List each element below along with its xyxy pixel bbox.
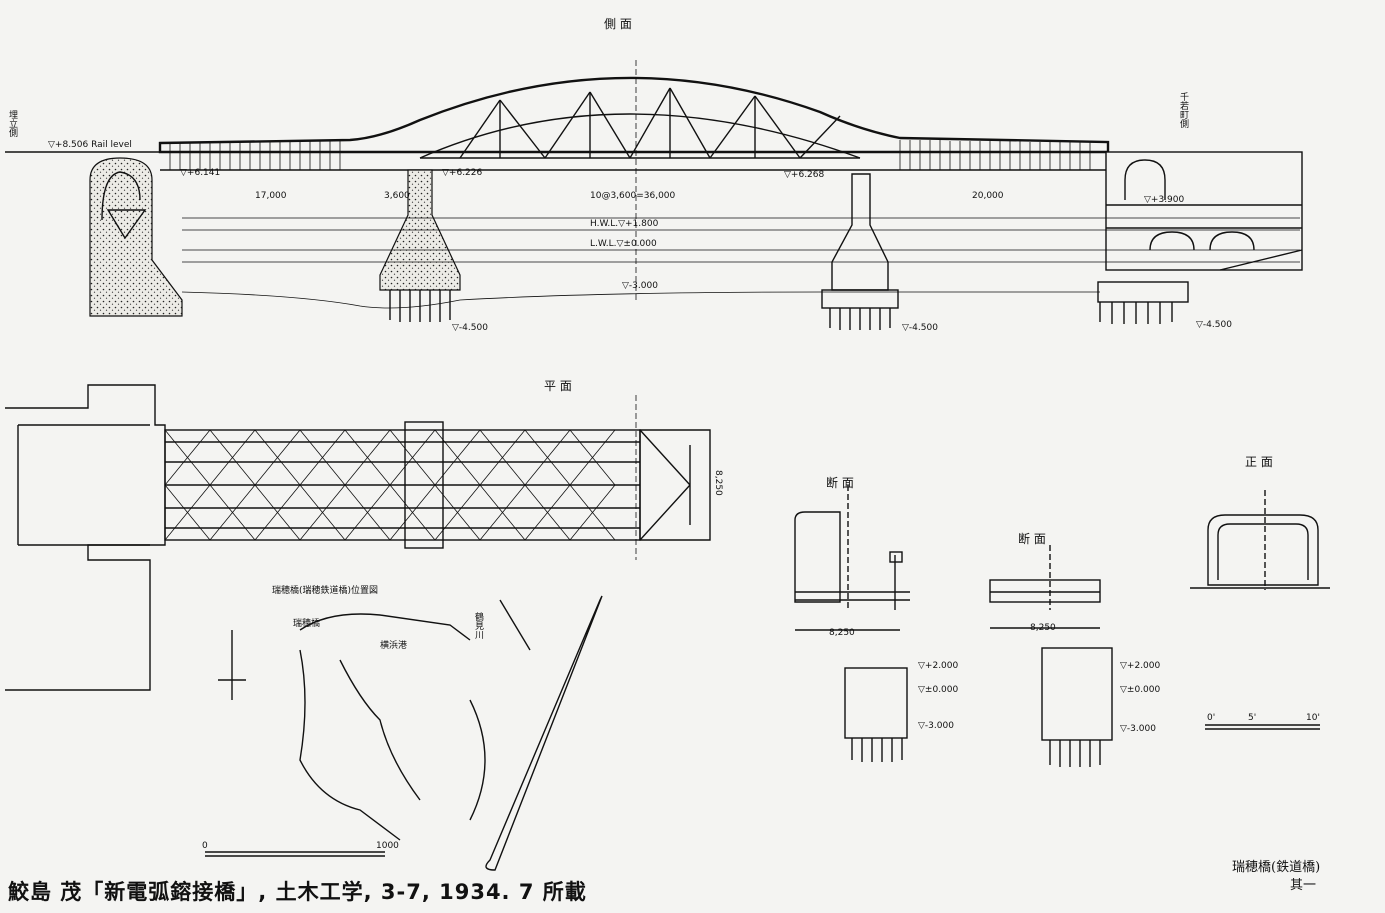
scale-label-10: 10' <box>1306 713 1320 723</box>
plan-bracing <box>164 429 616 541</box>
section-a-level-3: ▽-3.000 <box>918 721 954 731</box>
lwl-label: L.W.L.▽±0.000 <box>590 239 657 249</box>
section-b-level-1: ▽+2.000 <box>1120 661 1161 671</box>
section-b-width: 8,250 <box>1030 623 1056 633</box>
plan-width-label: 8,250 <box>713 470 723 496</box>
deck-hatching <box>169 140 1091 170</box>
level-right: ▽+6.268 <box>784 170 825 180</box>
section-b: 断 面 8,250 ▽+2.000 ▽±0.000 ▽-3.000 <box>989 531 1161 767</box>
section-b-level-2: ▽±0.000 <box>1120 685 1161 695</box>
section-a-level-2: ▽±0.000 <box>918 685 959 695</box>
pile-level-b: ▽-4.500 <box>902 323 938 333</box>
pile-level-a: ▽-4.500 <box>452 323 488 333</box>
right-abutment <box>1097 151 1303 324</box>
plan-view: 平 面 <box>5 379 723 691</box>
map-label-1: 鶴見川 <box>473 611 484 639</box>
dim-left-span: 17,000 <box>255 191 287 201</box>
front-view-title: 正 面 <box>1245 455 1273 469</box>
bed-label: ▽-3.000 <box>622 281 658 291</box>
level-pier: ▽+6.226 <box>442 168 483 178</box>
plan-view-title: 平 面 <box>544 379 572 393</box>
dim-left-pier: 3,600 <box>384 191 410 201</box>
left-bank-label: 埋立側 <box>7 110 18 137</box>
right-pier <box>831 173 889 291</box>
map-label-0: 瑞穂橋 <box>293 617 320 629</box>
rail-level-label: ▽+8.506 Rail level <box>48 140 132 150</box>
dim-center-span: 10@3,600=36,000 <box>590 191 676 201</box>
sheet-title: 瑞穂橋(鉄道橋) <box>1232 860 1321 875</box>
dim-right-span: 20,000 <box>972 191 1004 201</box>
section-a-level-1: ▽+2.000 <box>918 661 959 671</box>
section-b-level-3: ▽-3.000 <box>1120 724 1156 734</box>
right-bank-label: 千若町側 <box>1178 92 1189 128</box>
hwl-label: H.W.L.▽+1.800 <box>590 219 659 229</box>
side-elevation: 側 面 埋立側 千若町側 ▽+8.506 Rail level <box>5 17 1303 333</box>
map-title: 瑞穂橋(瑞穂鉄道橋)位置図 <box>272 584 378 596</box>
right-top-level: ▽+3.900 <box>1144 195 1185 205</box>
section-b-title: 断 面 <box>1018 531 1046 546</box>
sheet-number: 其一 <box>1290 878 1317 893</box>
truss <box>419 87 861 159</box>
left-abutment <box>89 157 183 317</box>
map-label-2: 横浜港 <box>380 639 407 651</box>
scale-label-5: 5' <box>1248 713 1256 723</box>
level-left: ▽+6.141 <box>180 168 220 178</box>
pile-level-c: ▽-4.500 <box>1196 320 1232 330</box>
front-view: 正 面 0' 5' 10' <box>1190 455 1330 730</box>
location-map: 瑞穂橋(瑞穂鉄道橋)位置図 瑞穂橋 鶴見川 横浜港 0 1000 <box>202 584 603 871</box>
source-caption: 鮫島 茂「新電弧鎔接橋」, 土木工学, 3-7, 1934. 7 所載 <box>8 880 587 904</box>
map-scale-left: 0 <box>202 841 208 851</box>
section-a-width: 8,250 <box>829 628 855 638</box>
section-a: 断 面 8,250 ▽+2.000 ▽±0.000 ▽-3.000 <box>794 475 959 762</box>
side-view-title: 側 面 <box>604 17 632 31</box>
map-scale-right: 1000 <box>376 841 399 851</box>
scale-label-0: 0' <box>1207 713 1215 723</box>
water-levels <box>181 217 1300 309</box>
section-a-title: 断 面 <box>826 475 854 490</box>
